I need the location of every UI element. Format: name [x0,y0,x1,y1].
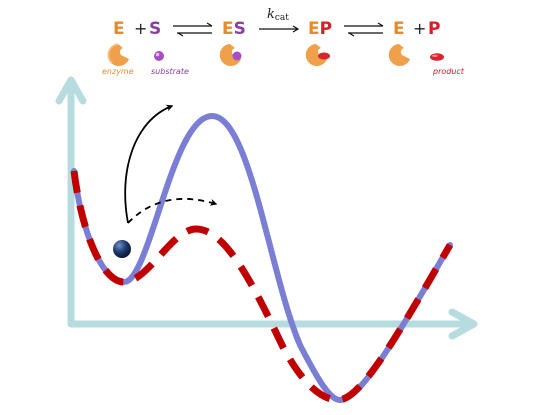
reactant-ball [113,240,131,258]
plus-sign-2: + [413,19,427,38]
substrate-symbol: S [149,19,162,39]
axes [55,76,478,340]
y-axis-arrowhead [55,76,87,105]
enzyme-symbol: E [113,19,125,39]
enzyme-icon [107,43,129,66]
equilibrium-arrow-1 [173,22,213,37]
product-symbol: P [428,19,441,39]
product-icon [430,53,444,61]
es-complex-e: E [222,19,234,39]
product-caption: product [433,67,464,76]
rate-constant-k: k [267,7,275,22]
equilibrium-arrow-2 [344,22,384,37]
rate-constant-label: kcat [267,7,289,23]
ep-complex-e: E [308,19,320,39]
enzyme-substrate-complex-icon [219,44,242,66]
reaction-scheme: E + S ES kcat EP E + P enzyme substrate … [0,0,537,90]
x-axis-arrowhead [448,308,478,340]
product-enzyme-symbol: E [393,19,405,39]
substrate-caption: substrate [151,67,189,76]
ep-complex-p: P [319,19,333,39]
es-complex-label: ES [222,19,246,39]
product-enzyme-icon [388,44,410,66]
ep-complex-label: EP [308,19,332,39]
substrate-icon [154,51,164,61]
catalyzed-path-arrow [127,198,218,224]
forward-arrow [259,25,300,33]
es-complex-s: S [233,19,246,39]
enzyme-product-complex-icon [305,44,330,66]
catalyzed-energy-curve [70,170,454,404]
plus-sign: + [134,19,148,38]
uncatalyzed-path-arrow [124,104,174,224]
enzyme-caption: enzyme [102,67,134,76]
rate-constant-sub: cat [274,13,289,23]
